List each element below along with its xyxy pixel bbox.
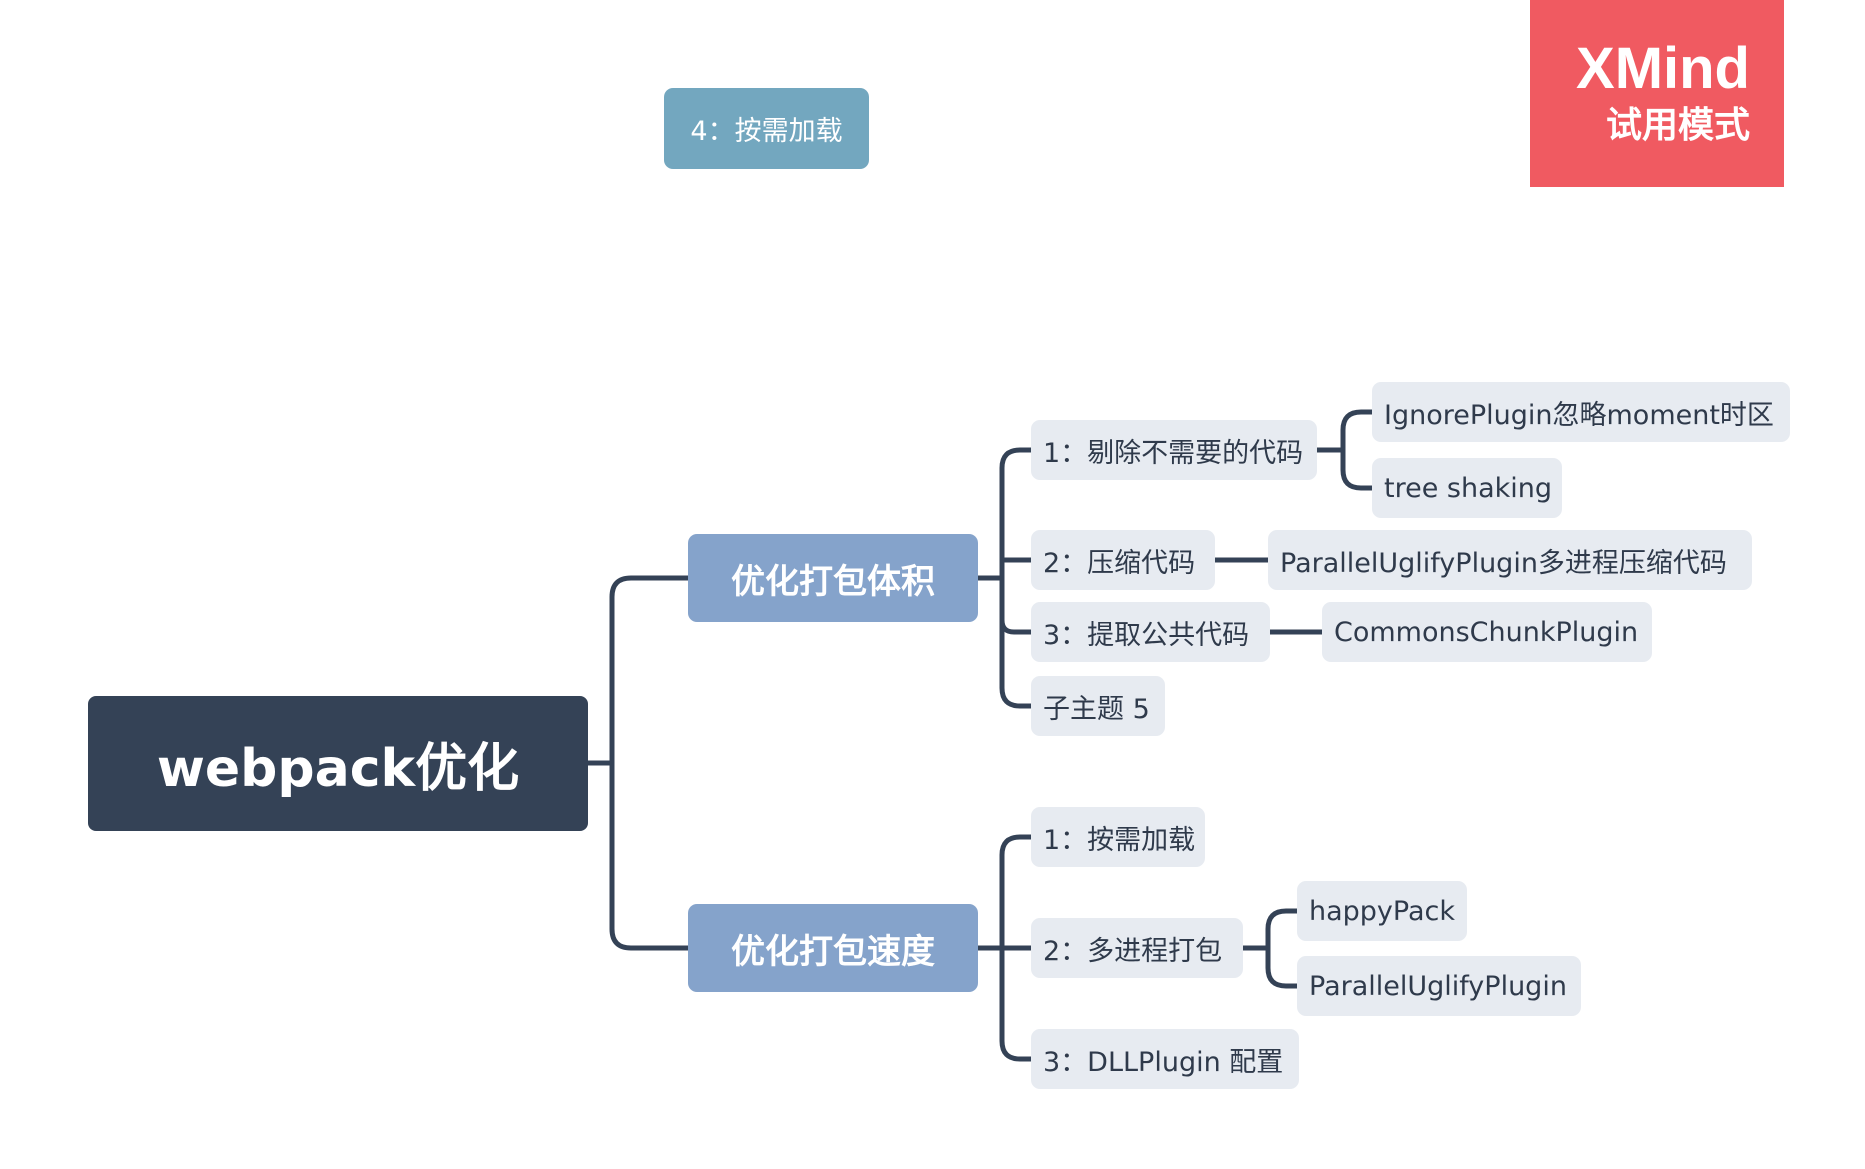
subtopic-label: ParallelUglifyPlugin多进程压缩代码 [1280, 547, 1727, 579]
subtopic-label: 2：多进程打包 [1043, 935, 1223, 967]
trial-mode-text: 试用模式 [1605, 104, 1750, 146]
subtopic-label: 1：按需加载 [1043, 824, 1196, 856]
subtopic-remove-unused-code[interactable]: 1：剔除不需要的代码 [1031, 420, 1317, 480]
connector-b2c2-g2 [1265, 945, 1300, 989]
subtopic-parallel-uglify-plugin[interactable]: ParallelUglifyPlugin [1297, 956, 1581, 1016]
subtopic-label: CommonsChunkPlugin [1334, 616, 1639, 648]
connector-b2-c3 [999, 945, 1034, 1062]
root-topic[interactable]: webpack优化 [88, 696, 588, 831]
subtopic-dll-plugin[interactable]: 3：DLLPlugin 配置 [1031, 1029, 1299, 1089]
connector-b1-c4 [999, 575, 1034, 709]
root-topic-label: webpack优化 [156, 739, 520, 799]
main-topic-bundle-size[interactable]: 优化打包体积 [688, 534, 978, 622]
main-topic-label: 优化打包体积 [731, 561, 935, 602]
main-topic-label: 优化打包速度 [731, 931, 935, 972]
subtopic-label: 子主题 5 [1043, 693, 1150, 725]
connector-b1c1-g1 [1340, 409, 1375, 453]
subtopic-multi-process-build[interactable]: 2：多进程打包 [1031, 918, 1243, 978]
subtopic-label: 3：DLLPlugin 配置 [1043, 1046, 1284, 1078]
subtopic-label: 1：剔除不需要的代码 [1043, 437, 1304, 469]
subtopic-lazy-loading[interactable]: 1：按需加载 [1031, 807, 1205, 867]
connector-root-branch-1 [609, 575, 691, 766]
connector-b1-c1 [999, 447, 1034, 581]
subtopic-label: happyPack [1309, 895, 1456, 927]
subtopic-5[interactable]: 子主题 5 [1031, 676, 1165, 736]
connector-root-branch-2 [609, 760, 691, 951]
subtopic-label: 3：提取公共代码 [1043, 619, 1250, 651]
subtopic-extract-common-code[interactable]: 3：提取公共代码 [1031, 602, 1270, 662]
subtopic-happypack[interactable]: happyPack [1297, 881, 1467, 941]
subtopic-compress-code[interactable]: 2：压缩代码 [1031, 530, 1215, 590]
connector-b2-c1 [999, 834, 1034, 951]
subtopic-label: ParallelUglifyPlugin [1309, 970, 1567, 1002]
main-topic-build-speed[interactable]: 优化打包速度 [688, 904, 978, 992]
subtopic-tree-shaking[interactable]: tree shaking [1372, 458, 1562, 518]
connector-b2c2-g1 [1265, 908, 1300, 951]
trial-mode-watermark: XMind 试用模式 [1530, 0, 1784, 187]
floating-topic-label: 4：按需加载 [690, 116, 843, 147]
subtopic-commons-chunk-plugin[interactable]: CommonsChunkPlugin [1322, 602, 1652, 662]
subtopic-label: tree shaking [1384, 472, 1553, 504]
subtopic-label: 2：压缩代码 [1043, 547, 1196, 579]
subtopic-parallel-uglify-compress[interactable]: ParallelUglifyPlugin多进程压缩代码 [1268, 530, 1752, 590]
connector-b1c1-g2 [1340, 447, 1375, 491]
connector-b1-c3 [999, 597, 1034, 635]
subtopic-ignore-plugin[interactable]: IgnorePlugin忽略moment时区 [1372, 382, 1790, 442]
xmind-brand-text: XMind [1576, 35, 1750, 101]
floating-topic[interactable]: 4：按需加载 [664, 88, 869, 169]
subtopic-label: IgnorePlugin忽略moment时区 [1384, 399, 1774, 431]
